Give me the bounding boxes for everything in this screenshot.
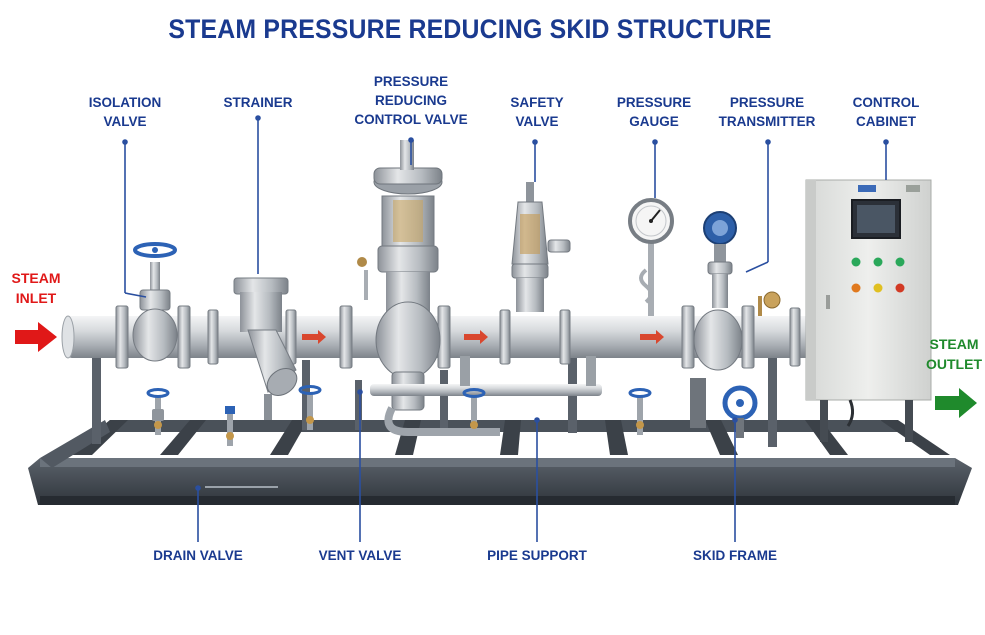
label-pressure-transmitter: PRESSURE TRANSMITTER [718, 95, 816, 129]
label-safety-valve: SAFETY VALVE [510, 95, 564, 129]
outlet-arrow-icon [935, 388, 977, 418]
drain-valves [146, 385, 652, 446]
indicator-light-icon [851, 257, 905, 293]
flow-arrow-icon [302, 330, 664, 344]
diagram-title: STEAM PRESSURE REDUCING SKID STRUCTURE [168, 14, 772, 44]
label-isolation-valve: ISOLATION VALVE [88, 95, 162, 129]
handwheel-icon [133, 242, 177, 258]
strainer [233, 277, 298, 420]
gauge-dial-icon [628, 198, 674, 244]
isolation-valve [132, 242, 178, 362]
safety-valve [511, 182, 571, 312]
pressure-transmitter [693, 211, 781, 371]
leader-lines [122, 115, 889, 542]
label-strainer: STRAINER [223, 95, 293, 110]
steam-outlet-label: STEAM OUTLET [926, 336, 982, 372]
label-pressure-reducing-control-valve: PRESSURE REDUCING CONTROL VALVE [354, 74, 468, 127]
steam-inlet-label: STEAM INLET [11, 270, 61, 306]
label-control-cabinet: CONTROL CABINET [852, 95, 920, 129]
label-pipe-support: PIPE SUPPORT [487, 548, 587, 563]
label-skid-frame: SKID FRAME [693, 548, 777, 563]
label-pressure-gauge: PRESSURE GAUGE [616, 95, 692, 129]
handwheel-icon [690, 378, 758, 438]
inlet-arrow-icon [15, 322, 57, 352]
control-cabinet [805, 179, 932, 442]
skid-frame [28, 420, 972, 505]
bypass-line [370, 356, 602, 396]
label-drain-valve: DRAIN VALVE [153, 548, 243, 563]
pressure-reducing-control-valve [357, 140, 500, 436]
pressure-gauge [628, 198, 674, 316]
label-vent-valve: VENT VALVE [318, 548, 402, 563]
